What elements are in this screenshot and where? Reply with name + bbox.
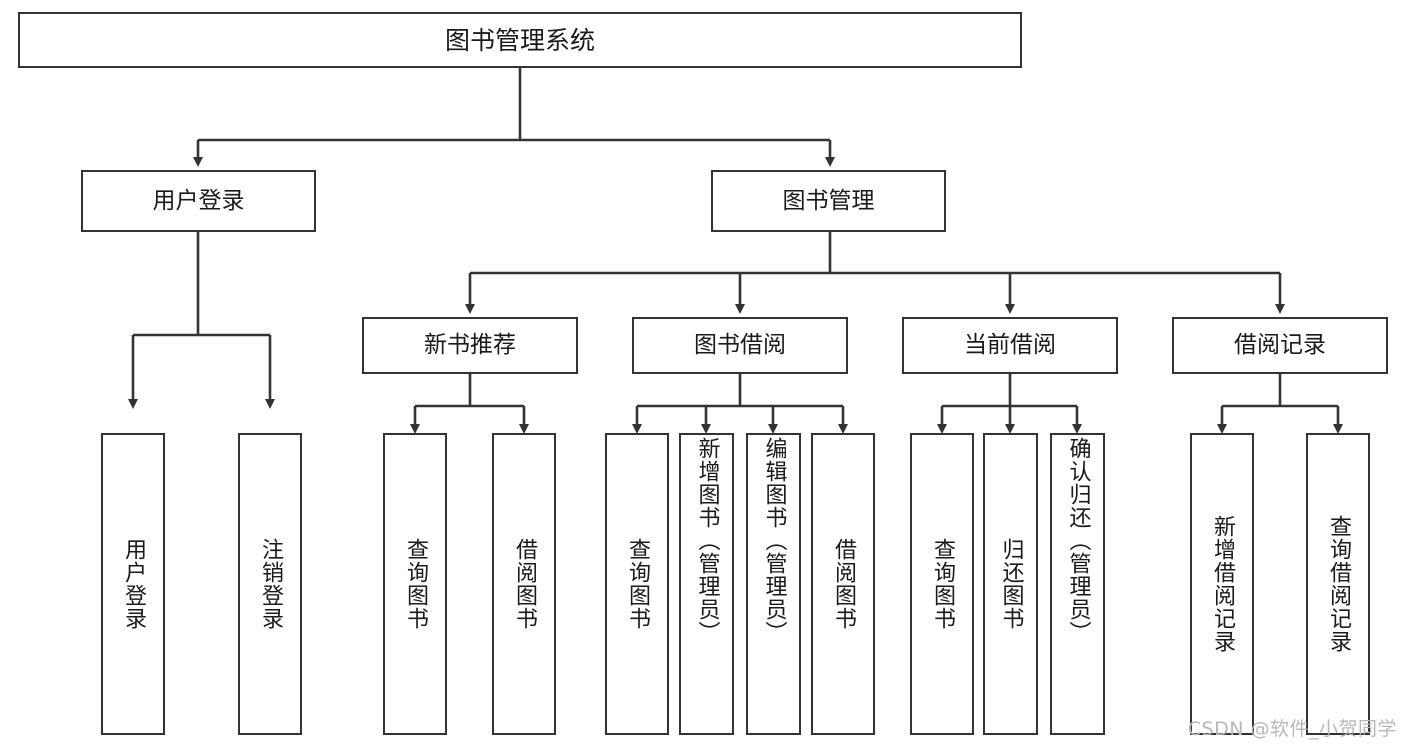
- node-label: 确认归还（管理员）: [1065, 437, 1091, 644]
- leaf-user-login-logout[interactable]: 注销登录: [238, 433, 302, 735]
- node-label: 编辑图书（管理员）: [761, 437, 787, 644]
- leaf-borrow-add-book-admin[interactable]: 新增图书（管理员）: [679, 433, 734, 735]
- node-label: 用户登录: [121, 538, 146, 630]
- node-label: 图书借阅: [694, 332, 786, 358]
- leaf-current-confirm-return-admin[interactable]: 确认归还（管理员）: [1050, 433, 1105, 735]
- node-label: 图书管理系统: [444, 25, 595, 55]
- leaf-record-query-record[interactable]: 查询借阅记录: [1306, 433, 1370, 735]
- node-label: 新书推荐: [424, 332, 516, 358]
- node-label: 归还图书: [998, 538, 1024, 630]
- node-label: 新增图书（管理员）: [694, 437, 720, 644]
- node-label: 查询图书: [930, 538, 955, 630]
- node-label: 用户登录: [152, 187, 245, 214]
- leaf-borrow-query-book[interactable]: 查询图书: [605, 433, 669, 735]
- node-user-login[interactable]: 用户登录: [81, 170, 316, 232]
- node-root-system[interactable]: 图书管理系统: [18, 12, 1022, 68]
- leaf-recommend-borrow-book[interactable]: 借阅图书: [492, 433, 556, 735]
- node-label: 查询图书: [625, 538, 650, 630]
- node-label: 借阅图书: [512, 538, 537, 630]
- node-new-book-recommend[interactable]: 新书推荐: [362, 317, 578, 374]
- node-label: 查询借阅记录: [1326, 515, 1351, 653]
- leaf-user-login-login[interactable]: 用户登录: [101, 433, 165, 735]
- node-current-borrow[interactable]: 当前借阅: [902, 317, 1118, 374]
- leaf-current-return-book[interactable]: 归还图书: [983, 433, 1038, 735]
- node-label: 注销登录: [258, 538, 283, 630]
- leaf-recommend-query-book[interactable]: 查询图书: [383, 433, 447, 735]
- node-label: 图书管理: [782, 187, 875, 214]
- leaf-record-add-record[interactable]: 新增借阅记录: [1190, 433, 1254, 735]
- node-label: 当前借阅: [964, 332, 1056, 358]
- node-label: 借阅记录: [1234, 332, 1326, 358]
- node-borrow-record[interactable]: 借阅记录: [1172, 317, 1388, 374]
- leaf-borrow-borrow-book[interactable]: 借阅图书: [811, 433, 875, 735]
- node-label: 借阅图书: [831, 538, 856, 630]
- node-book-management[interactable]: 图书管理: [711, 170, 946, 232]
- node-book-borrow[interactable]: 图书借阅: [632, 317, 848, 374]
- watermark-text: CSDN @软件_小贺同学: [1187, 718, 1397, 740]
- leaf-borrow-edit-book-admin[interactable]: 编辑图书（管理员）: [746, 433, 801, 735]
- node-label: 查询图书: [403, 538, 428, 630]
- node-label: 新增借阅记录: [1210, 515, 1235, 653]
- leaf-current-query-book[interactable]: 查询图书: [910, 433, 974, 735]
